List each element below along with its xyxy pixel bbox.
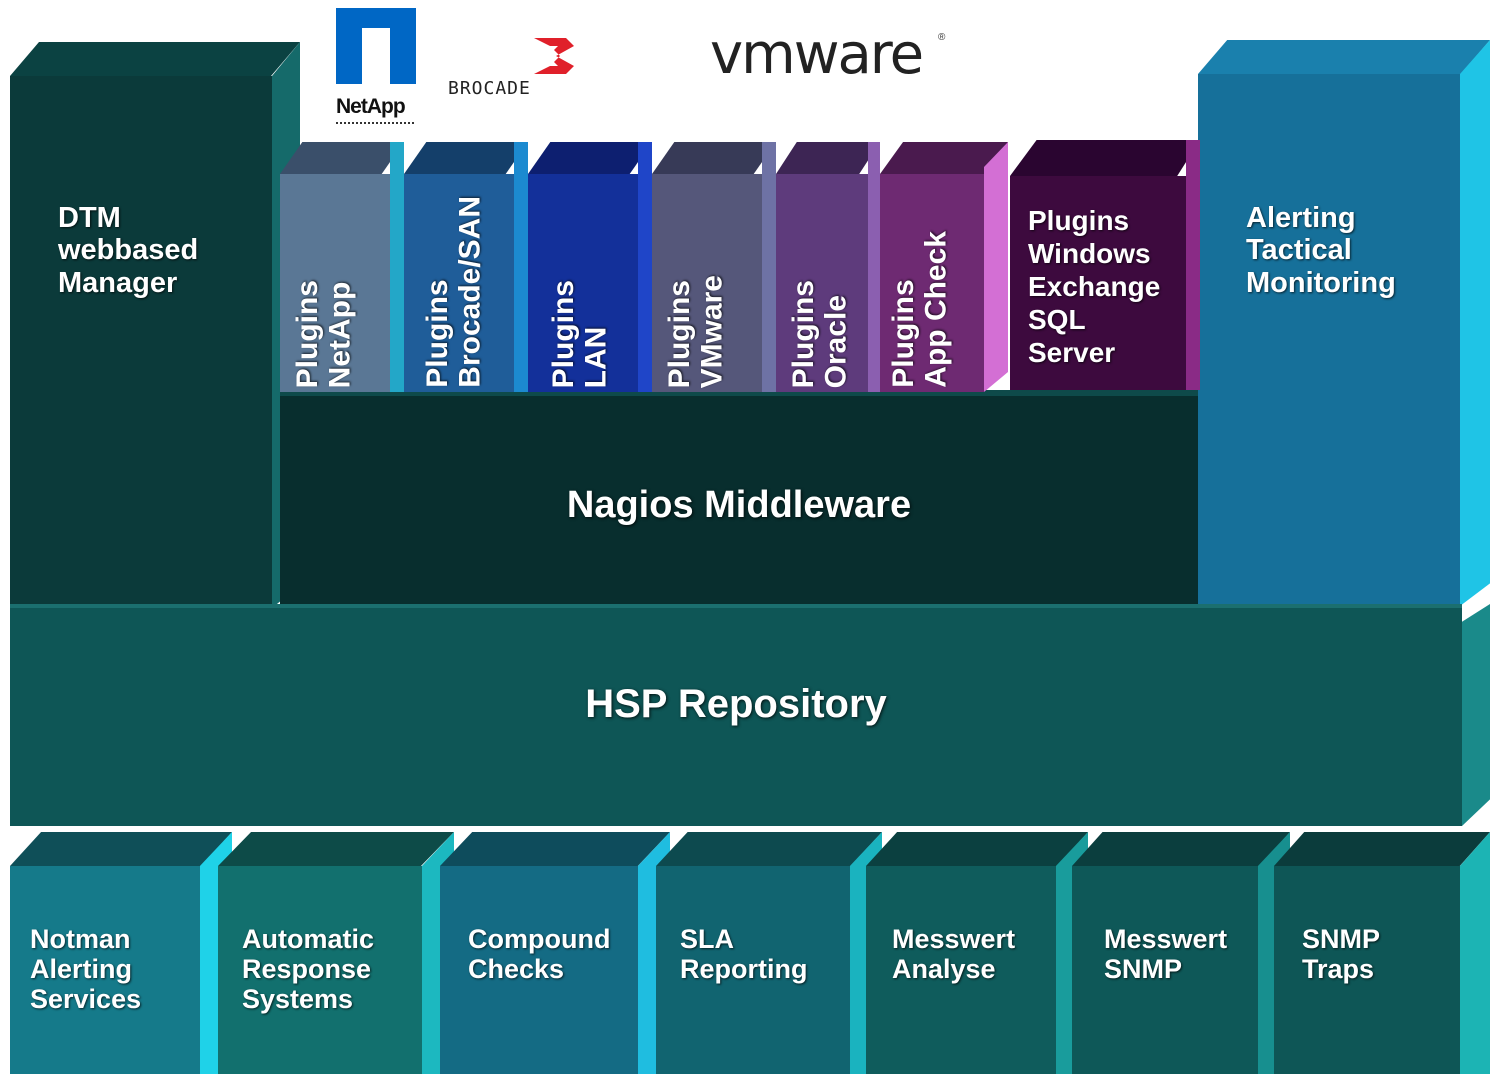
plugin-windows-label: Plugins Windows Exchange SQL Server (1028, 205, 1161, 369)
block-front-face (1072, 866, 1258, 1074)
block-side-face (1460, 832, 1490, 1074)
block-front-face (440, 866, 638, 1074)
service-sla-reporting-block: SLA Reporting (656, 832, 882, 1074)
block-top-face (656, 832, 882, 866)
brocade-logo: BROCADE (448, 34, 588, 104)
block-top-face (280, 142, 404, 174)
plugin-oracle-block: Plugins Oracle (776, 142, 880, 392)
block-top-face (440, 832, 670, 866)
block-side-face (390, 142, 404, 392)
hsp-repository-label: HSP Repository (585, 682, 887, 726)
block-front-face (1010, 176, 1186, 390)
block-front-face (1274, 866, 1460, 1074)
block-top-face (528, 142, 652, 174)
block-side-face (868, 142, 880, 392)
block-front-face (280, 174, 390, 392)
block-top-face (1072, 832, 1290, 866)
plugin-netapp-label: Plugins NetApp (291, 279, 357, 388)
vmware-logo: vmware ® (710, 22, 950, 87)
netapp-tagline-glyphs (336, 122, 414, 128)
brocade-logo-text: BROCADE (448, 78, 531, 99)
service-notman-label: Notman Alerting Services (30, 924, 142, 1015)
service-notman-block: Notman Alerting Services (10, 832, 232, 1074)
block-front-face (656, 866, 850, 1074)
block-front-face (10, 866, 200, 1074)
service-messwert-analyse-block: Messwert Analyse (866, 832, 1088, 1074)
dtm-manager-block: DTM webbased Manager (10, 42, 300, 608)
service-compound-checks-label: Compound Checks (468, 924, 611, 985)
plugin-windows-block: Plugins Windows Exchange SQL Server (1010, 140, 1200, 390)
block-front-face (218, 866, 422, 1074)
block-top-face (776, 142, 880, 174)
dtm-manager-label: DTM webbased Manager (58, 202, 199, 299)
netapp-logo: NetApp (336, 8, 420, 128)
nagios-middleware-label: Nagios Middleware (566, 484, 912, 526)
plugin-lan-block: Plugins LAN (528, 142, 652, 392)
hsp-repository-block: HSP Repository (10, 604, 1490, 826)
block-front-face (404, 174, 514, 392)
block-side-face (1460, 40, 1490, 606)
alerting-monitoring-label: Alerting Tactical Monitoring (1246, 202, 1396, 299)
block-side-face (514, 142, 528, 392)
plugin-oracle-label: Plugins Oracle (787, 279, 853, 388)
block-top-face (866, 832, 1088, 866)
service-snmp-traps-block: SNMP Traps (1274, 832, 1490, 1074)
service-compound-checks-block: Compound Checks (440, 832, 670, 1074)
block-side-face (1462, 604, 1490, 826)
block-front-face (528, 174, 638, 392)
block-top-face (1274, 832, 1490, 866)
block-top-face (1198, 40, 1490, 74)
block-top-face (218, 832, 454, 866)
nagios-middleware-block: Nagios Middleware (280, 390, 1198, 612)
plugin-lan-label: Plugins LAN (547, 279, 613, 388)
service-automatic-response-label: Automatic Response Systems (242, 924, 375, 1015)
block-front-face (652, 174, 762, 392)
service-messwert-snmp-block: Messwert SNMP (1072, 832, 1290, 1074)
block-side-face (762, 142, 776, 392)
netapp-logo-text: NetApp (336, 95, 406, 118)
plugin-brocade-san-block: Plugins Brocade/SAN (404, 142, 528, 392)
service-snmp-traps-label: SNMP Traps (1302, 924, 1381, 985)
service-sla-reporting-label: SLA Reporting (680, 924, 808, 985)
plugin-netapp-block: Plugins NetApp (280, 142, 404, 392)
plugin-vmware-label: Plugins VMware (663, 274, 729, 388)
block-side-face (1186, 140, 1200, 390)
block-front-face (280, 390, 1198, 612)
block-top-face (10, 832, 232, 866)
block-front-face (1198, 74, 1460, 606)
block-side-face (638, 142, 652, 392)
registered-mark-icon: ® (938, 32, 946, 43)
netapp-logo-mark (336, 8, 416, 84)
block-front-face (10, 604, 1462, 826)
block-top-face (1010, 140, 1200, 176)
plugin-app-check-label: Plugins App Check (887, 231, 953, 388)
block-top-face (652, 142, 776, 174)
service-messwert-snmp-label: Messwert SNMP (1104, 924, 1228, 985)
brocade-b-icon (534, 38, 574, 74)
block-top-face (10, 42, 300, 76)
vmware-logo-text: vmware (710, 22, 924, 87)
plugin-vmware-block: Plugins VMware (652, 142, 776, 392)
block-front-face (880, 174, 984, 392)
service-automatic-response-block: Automatic Response Systems (218, 832, 454, 1074)
block-top-face (404, 142, 528, 174)
block-side-face (984, 142, 1008, 392)
service-messwert-analyse-label: Messwert Analyse (892, 924, 1016, 985)
block-front-face (10, 76, 272, 608)
block-front-face (866, 866, 1056, 1074)
alerting-monitoring-block: Alerting Tactical Monitoring (1198, 40, 1490, 606)
plugin-brocade-san-label: Plugins Brocade/SAN (421, 196, 487, 388)
block-front-face (776, 174, 868, 392)
plugin-app-check-block: Plugins App Check (880, 142, 1008, 392)
